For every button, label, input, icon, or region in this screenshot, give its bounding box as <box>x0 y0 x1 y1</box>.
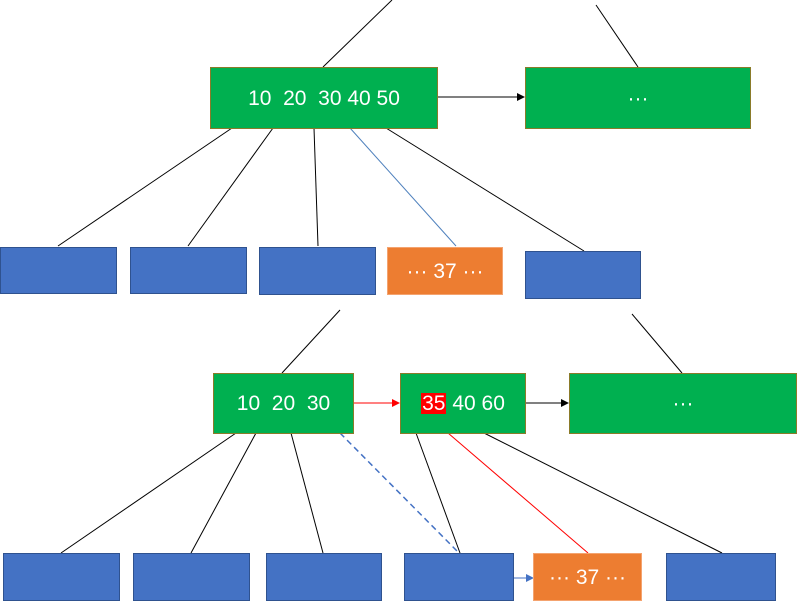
inserted-key-highlight: 35 <box>421 392 447 415</box>
edge-mid-child-2 <box>447 432 589 554</box>
edge-mid-child-1 <box>415 432 461 554</box>
top-sibling-node: ··· <box>525 67 751 129</box>
edge-bottom-from-above-right <box>631 313 683 374</box>
bottom-leaf-4 <box>404 553 514 601</box>
top-leaf-3 <box>259 247 376 295</box>
edge-top-child-5 <box>385 127 585 252</box>
top-root-node: 10 20 30 40 50 <box>210 67 438 129</box>
top-leaf-highlight: ··· 37 ··· <box>387 247 503 295</box>
bottom-right-node: ··· <box>569 373 797 434</box>
bottom-middle-node: 35 40 60 <box>400 373 526 434</box>
edge-from-above-left <box>322 0 393 68</box>
edge-bottom-from-above-left <box>281 309 341 374</box>
edge-left-child-3 <box>290 432 324 554</box>
bottom-leaf-1 <box>3 553 120 601</box>
edge-top-child-4 <box>349 127 457 247</box>
top-sibling-ellipsis: ··· <box>627 86 649 110</box>
bottom-leaf-3 <box>266 553 382 601</box>
top-leaf-highlight-keys: ··· 37 ··· <box>406 259 484 283</box>
edge-mid-child-3 <box>483 432 723 554</box>
bottom-middle-keys: 40 60 <box>446 392 505 415</box>
bottom-left-keys: 10 20 30 <box>236 392 331 415</box>
edge-top-child-1 <box>57 127 233 247</box>
edge-from-above-right <box>595 4 639 68</box>
edge-top-child-3 <box>313 127 319 247</box>
edge-top-child-2 <box>187 127 274 247</box>
edge-left-child-1 <box>60 432 237 554</box>
edge-left-child-4-dashed <box>339 432 460 554</box>
bottom-left-node: 10 20 30 <box>213 373 354 434</box>
bottom-leaf-highlight-keys: ··· 37 ··· <box>549 565 626 589</box>
bottom-leaf-2 <box>133 553 250 601</box>
bottom-leaf-6 <box>666 553 776 601</box>
top-leaf-1 <box>0 247 117 294</box>
top-leaf-5 <box>525 251 641 299</box>
bottom-leaf-highlight: ··· 37 ··· <box>533 553 642 601</box>
edge-left-child-2 <box>190 432 257 554</box>
top-root-keys: 10 20 30 40 50 <box>248 86 400 110</box>
bottom-right-ellipsis: ··· <box>672 392 694 415</box>
top-leaf-2 <box>130 247 247 294</box>
